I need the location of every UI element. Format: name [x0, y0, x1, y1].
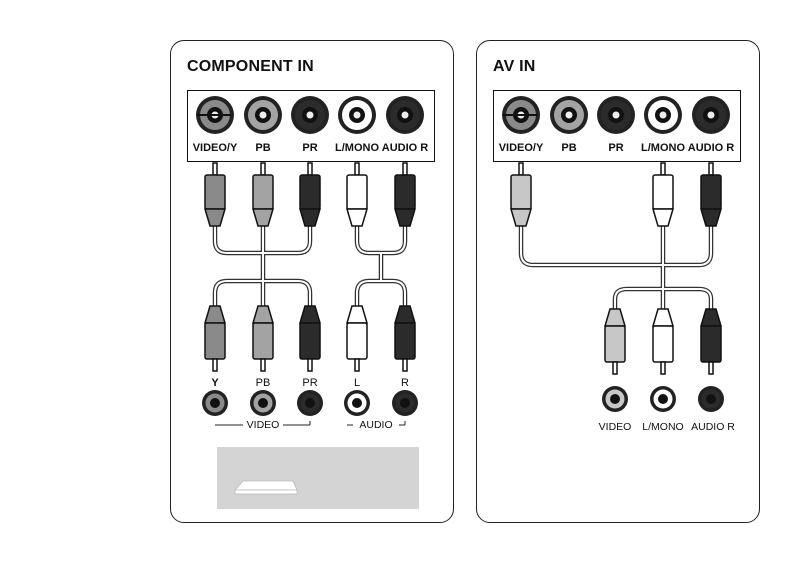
jack-label-video-y: VIDEO/Y	[498, 142, 544, 154]
group-label-video: VIDEO	[246, 419, 280, 431]
jack-label-pr: PR	[608, 142, 624, 154]
connection-diagram	[196, 96, 424, 509]
device-label-pb: PB	[255, 377, 271, 389]
plug-bottom-white	[345, 305, 369, 372]
plug-bottom-green	[203, 305, 227, 372]
plug-top-white	[651, 162, 675, 227]
group-brackets	[215, 421, 406, 426]
device-label-audio-r: AUDIO R	[691, 421, 735, 433]
top-plugs	[203, 162, 417, 227]
jack-pr	[597, 96, 635, 134]
device-label-l-mono: L/MONO	[642, 421, 684, 433]
bottom-plugs	[603, 308, 723, 375]
cables-inner	[520, 226, 712, 309]
jack-label-l-mono: L/MONO	[641, 142, 685, 154]
jack-label-video-y: VIDEO/Y	[192, 142, 238, 154]
jack-pb	[244, 96, 282, 134]
device-illustration	[217, 447, 419, 509]
device-jack-audio-r	[698, 386, 724, 412]
av-in-panel: AV IN	[476, 40, 760, 523]
jack-l-mono	[644, 96, 682, 134]
plug-bottom-red	[298, 305, 322, 372]
device-label-video: VIDEO	[598, 421, 632, 433]
plug-bottom-red	[699, 308, 723, 375]
tv-jacks	[502, 96, 730, 134]
device-jack-y	[202, 390, 228, 416]
jack-label-l-mono: L/MONO	[335, 142, 379, 154]
device-jacks	[202, 390, 418, 416]
cables-inner	[214, 226, 406, 306]
jack-label-pb: PB	[561, 142, 577, 154]
jack-pb	[550, 96, 588, 134]
jack-label-pr: PR	[302, 142, 318, 154]
plug-bottom-blue	[251, 305, 275, 372]
device-jack-l-mono	[650, 386, 676, 412]
jack-audio-r	[692, 96, 730, 134]
plug-top-green	[203, 162, 227, 227]
device-jack-video	[602, 386, 628, 412]
jack-label-audio-r: AUDIO R	[687, 142, 735, 154]
plug-bottom-white	[651, 308, 675, 375]
device-label-l: L	[353, 377, 361, 389]
jack-label-pb: PB	[255, 142, 271, 154]
plug-top-red	[298, 162, 322, 227]
device-jack-pr	[297, 390, 323, 416]
jack-audio-r	[386, 96, 424, 134]
component-in-panel: COMPONENT IN	[170, 40, 454, 523]
group-label-audio: AUDIO	[359, 419, 393, 431]
jack-pr	[291, 96, 329, 134]
plug-top-yellow	[509, 162, 533, 227]
plug-top-red-audio	[393, 162, 417, 227]
device-jack-l	[344, 390, 370, 416]
jack-l-mono	[338, 96, 376, 134]
jack-video-y	[502, 96, 540, 134]
device-label-y: Y	[211, 377, 219, 389]
plug-top-white	[345, 162, 369, 227]
tv-jacks	[196, 96, 424, 134]
panel-title: COMPONENT IN	[187, 58, 314, 75]
plug-top-red	[699, 162, 723, 227]
plug-top-blue	[251, 162, 275, 227]
plug-bottom-yellow	[603, 308, 627, 375]
device-label-r: R	[401, 377, 409, 389]
panel-title: AV IN	[493, 58, 536, 75]
device-label-pr: PR	[302, 377, 318, 389]
device-jack-pb	[250, 390, 276, 416]
device-jacks	[602, 386, 724, 412]
top-plugs	[509, 162, 723, 227]
connection-diagram	[502, 96, 730, 412]
jack-video-y	[196, 96, 234, 134]
device-jack-r	[392, 390, 418, 416]
jack-label-audio-r: AUDIO R	[381, 142, 429, 154]
bottom-plugs	[203, 305, 417, 372]
plug-bottom-red-audio	[393, 305, 417, 372]
